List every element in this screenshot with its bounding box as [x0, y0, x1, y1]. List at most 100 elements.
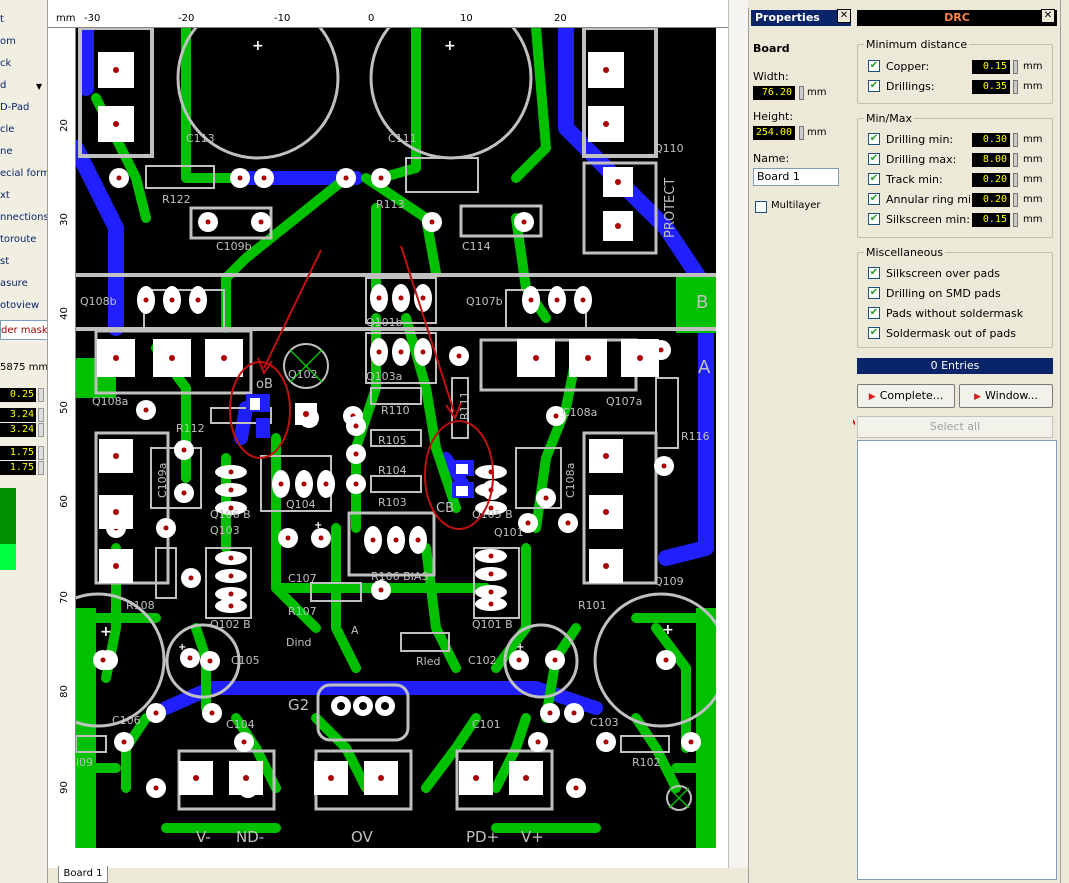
tool-line[interactable]: ne — [0, 146, 13, 157]
track-min-checkbox[interactable]: ✔ — [868, 173, 880, 185]
label-r112: R112 — [176, 422, 205, 435]
label-dind: Dind — [286, 636, 311, 649]
silkscreen-min-spinner[interactable] — [1013, 213, 1018, 227]
tool-select[interactable]: t — [0, 14, 4, 25]
ruler-tick: 70 — [58, 591, 70, 604]
tool-circle[interactable]: cle — [0, 124, 15, 135]
complete-button[interactable]: ▶Complete... — [857, 384, 955, 408]
tab-board-1[interactable]: Board 1 — [58, 866, 108, 883]
tool-text[interactable]: xt — [0, 190, 10, 201]
label-c102: C102 — [468, 654, 497, 667]
width-spinner[interactable] — [799, 86, 804, 100]
close-icon[interactable]: ✕ — [1041, 9, 1055, 23]
multilayer-checkbox[interactable] — [755, 201, 767, 213]
label-c109b: C109b — [216, 240, 252, 253]
label-q107a: Q107a — [606, 395, 642, 408]
drilling-max-checkbox[interactable]: ✔ — [868, 153, 880, 165]
drilling-on-smd-pads-checkbox[interactable]: ✔ — [868, 287, 880, 299]
drilling-min-checkbox[interactable]: ✔ — [868, 133, 880, 145]
tool-photoview[interactable]: otoview — [0, 300, 40, 311]
value-spinner[interactable] — [38, 446, 44, 460]
value-box[interactable]: 3.24 — [0, 408, 36, 422]
silkscreen-min-checkbox[interactable]: ✔ — [868, 213, 880, 225]
svg-text:+: + — [516, 642, 524, 653]
drilling-max-field[interactable]: 8.00 — [972, 153, 1010, 167]
value-spinner[interactable] — [38, 388, 44, 402]
annular-ring-min-unit: mm — [1023, 194, 1043, 205]
width-field[interactable]: 76.20 — [753, 86, 795, 100]
track-min-spinner[interactable] — [1013, 173, 1018, 187]
drillings-unit: mm — [1023, 81, 1043, 92]
pcb-board[interactable]: C113 C111 Q110 R122 R113 PROTECT C109b C… — [76, 28, 716, 848]
ruler-tick: 0 — [368, 13, 375, 24]
annular-ring-min-field[interactable]: 0.20 — [972, 193, 1010, 207]
properties-panel: Properties ✕ Board Width: 76.20 mm Heigh… — [748, 8, 853, 883]
drilling-max-spinner[interactable] — [1013, 153, 1018, 167]
annular-ring-min-checkbox[interactable]: ✔ — [868, 193, 880, 205]
label-c109a: C109a — [156, 463, 169, 498]
value-box[interactable]: 3.24 — [0, 423, 36, 437]
height-spinner[interactable] — [799, 126, 804, 140]
drc-entries-list[interactable] — [857, 440, 1057, 880]
close-icon[interactable]: ✕ — [837, 9, 851, 23]
value-box[interactable]: 1.75 — [0, 446, 36, 460]
label-q110: Q110 — [654, 142, 684, 155]
tool-autoroute[interactable]: toroute — [0, 234, 37, 245]
track-min-field[interactable]: 0.20 — [972, 173, 1010, 187]
drilling-min-unit: mm — [1023, 134, 1043, 145]
ruler-tick: 50 — [58, 401, 70, 414]
track-min-label: Track min: — [886, 173, 943, 186]
copper-label: Copper: — [886, 60, 930, 73]
drillings-spinner[interactable] — [1013, 80, 1018, 94]
layer-swatch-dark-green[interactable] — [0, 488, 16, 544]
tool-pad-dropdown-icon[interactable]: ▼ — [36, 82, 43, 91]
value-box[interactable]: 0.25 — [0, 388, 36, 402]
label-protect: PROTECT — [663, 178, 678, 238]
pads-without-soldermask-checkbox[interactable]: ✔ — [868, 307, 880, 319]
value-spinner[interactable] — [38, 423, 44, 437]
height-field[interactable]: 254.00 — [753, 126, 795, 140]
drillings-checkbox[interactable]: ✔ — [868, 80, 880, 92]
svg-text:+: + — [252, 38, 264, 54]
drillings-field[interactable]: 0.35 — [972, 80, 1010, 94]
value-box[interactable]: 1.75 — [0, 461, 36, 475]
tool-special-form[interactable]: ecial form — [0, 168, 48, 179]
annular-ring-min-spinner[interactable] — [1013, 193, 1018, 207]
silkscreen-min-field[interactable]: 0.15 — [972, 213, 1010, 227]
tool-connections[interactable]: nnections — [0, 212, 48, 223]
tool-track[interactable]: ck — [0, 58, 12, 69]
tool-test[interactable]: st — [0, 256, 10, 267]
drc-panel: DRC ✕ Minimum distance ✔ Copper: 0.15 mm… — [855, 8, 1060, 883]
annotation-arrow — [400, 245, 455, 413]
label-c105: C105 — [231, 654, 260, 667]
label-c108a: C108a — [562, 406, 597, 419]
label-q103a: Q103a — [366, 370, 402, 383]
label-q107b: Q107b — [466, 295, 503, 308]
value-spinner[interactable] — [38, 408, 44, 422]
select-all-button[interactable]: Select all — [857, 416, 1053, 438]
copper-field[interactable]: 0.15 — [972, 60, 1010, 74]
window-button[interactable]: ▶Window... — [959, 384, 1053, 408]
drilling-min-field[interactable]: 0.30 — [972, 133, 1010, 147]
silkscreen-min-label: Silkscreen min: — [886, 213, 970, 226]
value-spinner[interactable] — [38, 461, 44, 475]
multilayer-label: Multilayer — [771, 200, 821, 211]
silkscreen-over-pads-checkbox[interactable]: ✔ — [868, 267, 880, 279]
copper-checkbox[interactable]: ✔ — [868, 60, 880, 72]
tool-pad[interactable]: d — [0, 80, 7, 91]
width-label: Width: — [753, 70, 789, 83]
layer-swatch-bright-green[interactable] — [0, 544, 16, 570]
tool-solder-mask[interactable]: der mask — [0, 320, 47, 340]
tool-measure[interactable]: asure — [0, 278, 28, 289]
vertical-scrollbar[interactable] — [728, 0, 748, 868]
ruler-tick: 30 — [58, 213, 70, 226]
tool-zoom[interactable]: om — [0, 36, 16, 47]
tool-smd-pad[interactable]: D-Pad — [0, 102, 30, 113]
copper-spinner[interactable] — [1013, 60, 1018, 74]
board-name-input[interactable]: Board 1 — [753, 168, 839, 186]
label-l09: l09 — [76, 756, 93, 769]
drilling-min-spinner[interactable] — [1013, 133, 1018, 147]
ruler-tick: -30 — [84, 13, 101, 24]
soldermask-out-of-pads-checkbox[interactable]: ✔ — [868, 327, 880, 339]
label-r116: R116 — [681, 430, 710, 443]
